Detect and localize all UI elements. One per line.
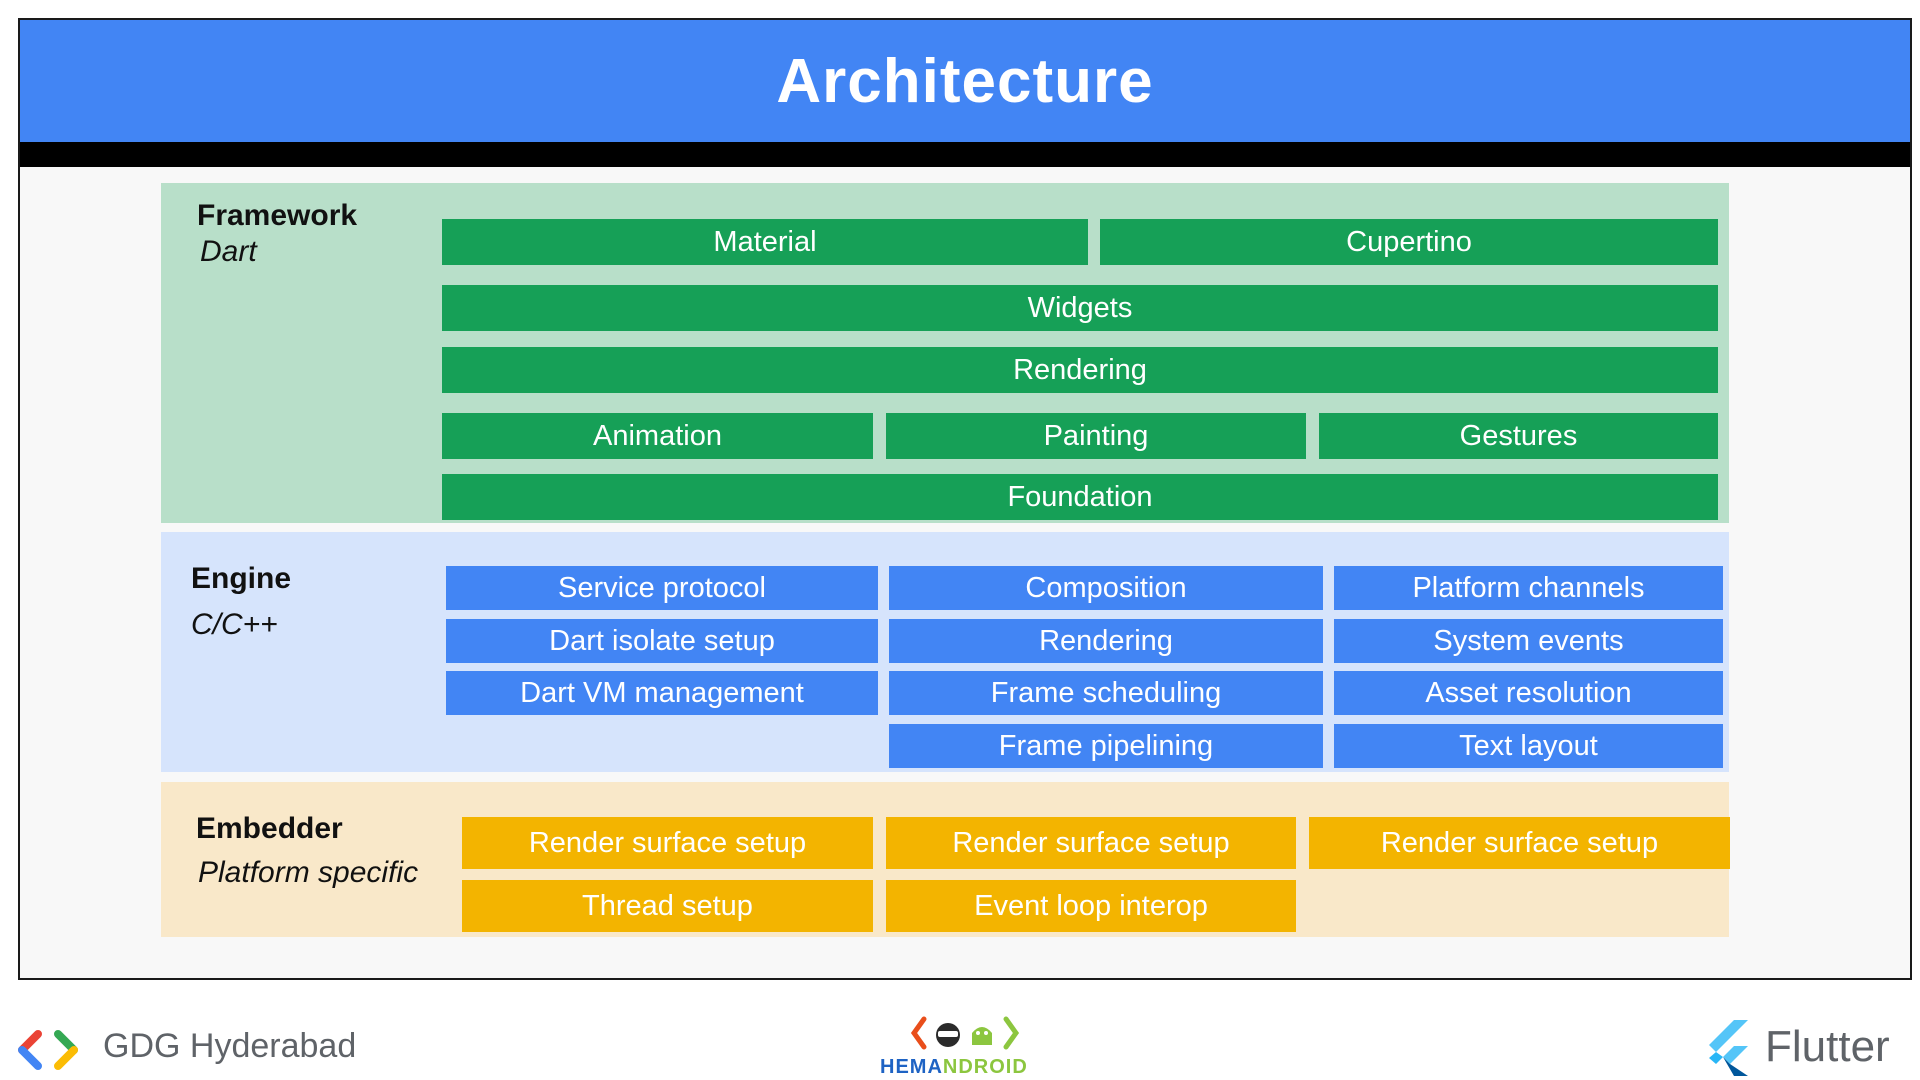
engine-box-frame-pipelining: Frame pipelining [889,724,1323,768]
engine-box-dart-isolate-setup: Dart isolate setup [446,619,878,663]
title-divider [20,142,1910,167]
engine-box-service-protocol: Service protocol [446,566,878,610]
framework-subtitle: Dart [200,235,257,268]
hemandroid-label-part1: HEMA [880,1056,943,1078]
engine-title: Engine [191,562,292,595]
embedder-title: Embedder [196,812,343,845]
engine-box-platform-channels: Platform channels [1334,566,1723,610]
engine-box-asset-resolution: Asset resolution [1334,671,1723,715]
framework-box-foundation: Foundation [442,474,1718,520]
embedder-box-thread-setup: Thread setup [462,880,873,932]
embedder-subtitle: Platform specific [198,856,419,889]
framework-box-painting: Painting [886,413,1306,459]
embedder-box-render-surface-setup-1: Render surface setup [462,817,873,869]
engine-subtitle: C/C++ [191,608,278,641]
embedder-box-event-loop-interop: Event loop interop [886,880,1296,932]
framework-title: Framework [197,199,358,232]
hemandroid-label-part2: NDROID [942,1056,1028,1078]
hemandroid-logo-icon [910,1016,1020,1050]
gdg-hyderabad-label: GDG Hyderabad [103,1027,357,1065]
gdg-logo-icon [18,1030,78,1070]
flutter-logo-icon [1709,1020,1748,1076]
framework-box-cupertino: Cupertino [1100,219,1718,265]
hemandroid-label: HEMANDROID [880,1056,1028,1079]
engine-box-dart-vm-management: Dart VM management [446,671,878,715]
slide-title: Architecture [20,20,1910,142]
engine-box-text-layout: Text layout [1334,724,1723,768]
framework-box-widgets: Widgets [442,285,1718,331]
engine-box-composition: Composition [889,566,1323,610]
engine-box-system-events: System events [1334,619,1723,663]
embedder-box-render-surface-setup-2: Render surface setup [886,817,1296,869]
engine-box-frame-scheduling: Frame scheduling [889,671,1323,715]
framework-box-gestures: Gestures [1319,413,1718,459]
framework-box-rendering: Rendering [442,347,1718,393]
engine-box-rendering: Rendering [889,619,1323,663]
flutter-label: Flutter [1765,1022,1890,1071]
framework-box-animation: Animation [442,413,873,459]
framework-box-material: Material [442,219,1088,265]
embedder-box-render-surface-setup-3: Render surface setup [1309,817,1730,869]
